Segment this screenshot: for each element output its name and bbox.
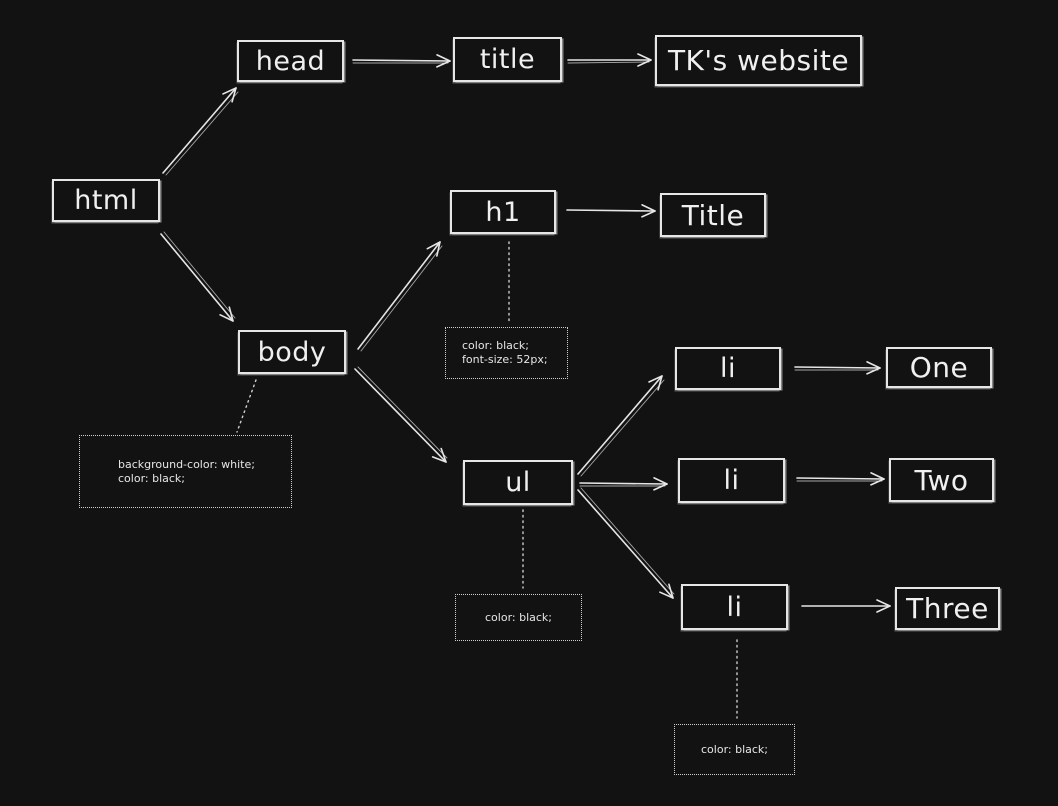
style-note-h1: color: black; font-size: 52px;	[445, 327, 568, 379]
style-note-line: color: black;	[485, 610, 552, 624]
edge-head-title	[352, 54, 451, 68]
edge-body-ul	[354, 368, 447, 463]
edge-li-1-text	[794, 361, 881, 375]
node-h1: h1	[450, 190, 556, 234]
node-li-2-text: Two	[889, 458, 994, 502]
node-li-3-text: Three	[895, 587, 1000, 630]
edge-ul-li-3	[577, 489, 674, 599]
style-note-line: font-size: 52px;	[462, 353, 548, 366]
edge-li-2-text	[796, 472, 885, 486]
node-head: head	[237, 40, 344, 82]
node-html: html	[52, 179, 160, 222]
style-note-line: color: black;	[462, 339, 529, 352]
style-note-line: color: black;	[118, 471, 185, 485]
node-body: body	[238, 330, 346, 374]
connector-body-note	[236, 379, 257, 433]
node-ul: ul	[463, 460, 573, 505]
edge-h1-h1-text	[566, 204, 656, 218]
node-li-3: li	[681, 584, 788, 630]
edge-ul-li-2	[579, 477, 668, 491]
edge-ul-li-1	[577, 375, 663, 475]
node-h1-text: Title	[660, 193, 766, 237]
edge-html-body	[160, 233, 234, 322]
edge-body-h1	[357, 241, 441, 350]
style-note-ul: color: black;	[455, 594, 582, 641]
node-site-title: TK's website	[655, 35, 862, 86]
style-note-li-3: color: black;	[674, 724, 795, 775]
style-note-body: background-color: white; color: black;	[79, 435, 292, 508]
style-note-line: color: black;	[701, 742, 768, 756]
edge-html-head	[162, 87, 237, 174]
node-title: title	[453, 37, 562, 82]
style-note-line: background-color: white;	[118, 457, 255, 471]
node-li-1-text: One	[886, 347, 992, 388]
node-li-2: li	[678, 458, 785, 503]
node-li-1: li	[675, 347, 781, 390]
